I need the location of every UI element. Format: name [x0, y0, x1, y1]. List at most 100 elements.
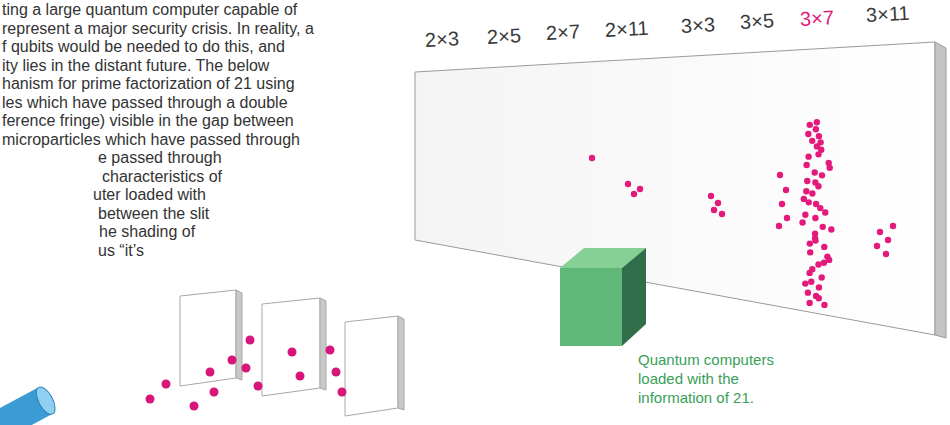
hit-dot — [877, 229, 883, 235]
hit-dot — [827, 165, 833, 171]
quantum-computer-cube — [560, 248, 646, 346]
hit-dot — [804, 178, 810, 184]
hit-dot — [808, 279, 814, 285]
slit-panel-side — [236, 290, 242, 380]
hit-dot — [809, 190, 815, 196]
slit-panel-side — [398, 316, 404, 410]
particle — [146, 395, 155, 404]
hit-dot — [625, 181, 631, 187]
hit-dot — [813, 126, 819, 132]
hit-dot — [828, 226, 834, 232]
slit-panels — [180, 290, 404, 416]
hit-dot — [805, 131, 811, 137]
particle — [246, 336, 255, 345]
hit-dot — [821, 244, 827, 250]
paragraph-line: microparticles which have passed through — [2, 131, 300, 149]
hit-dot — [814, 119, 820, 125]
hit-dot — [816, 295, 822, 301]
hit-dot — [715, 200, 721, 206]
screen-side — [935, 42, 946, 338]
flying-particles — [146, 336, 347, 411]
paragraph-line: ting a large quantum computer capable of — [2, 1, 297, 19]
paragraph-line: e passed through — [98, 149, 222, 167]
factor-label: 2×11 — [604, 17, 649, 41]
particle-gun — [0, 384, 59, 425]
cube-side — [622, 248, 646, 346]
particle — [332, 368, 341, 377]
hit-dot — [815, 151, 821, 157]
slit-panel — [180, 290, 236, 386]
cube-front — [560, 268, 622, 346]
hit-dot — [637, 186, 643, 192]
hit-dot — [821, 260, 827, 266]
hit-dot — [799, 219, 805, 225]
slit-panel — [345, 316, 398, 416]
particle — [326, 346, 335, 355]
hit-dot — [822, 209, 828, 215]
particle — [338, 388, 347, 397]
hit-dot — [784, 215, 790, 221]
hit-dot — [807, 249, 813, 255]
hit-dot — [883, 251, 889, 257]
particle — [162, 380, 171, 389]
paragraph-line: f qubits would be needed to do this, and — [2, 38, 285, 56]
hit-dot — [815, 261, 821, 267]
hit-dot — [818, 274, 824, 280]
hit-dot — [783, 187, 789, 193]
factor-label: 3×3 — [680, 13, 715, 37]
hit-dot — [806, 300, 812, 306]
caption-note: Quantum computers loaded with the inform… — [638, 350, 780, 407]
hit-dot — [631, 191, 637, 197]
hit-dot — [874, 243, 880, 249]
paragraph-line: us “it’s — [98, 242, 144, 260]
factor-label: 3×5 — [739, 9, 774, 33]
paragraph-line: between the slit — [98, 205, 209, 223]
particle — [296, 372, 305, 381]
paragraph-line: ity lies in the distant future. The belo… — [2, 57, 269, 75]
particle — [288, 348, 297, 357]
hit-dot — [806, 270, 812, 276]
hit-dot — [719, 211, 725, 217]
hit-dot — [805, 153, 811, 159]
particle — [242, 364, 251, 373]
hit-dot — [803, 188, 809, 194]
hit-dot — [708, 193, 714, 199]
hit-dot — [805, 289, 811, 295]
factor-label: 2×5 — [486, 24, 521, 48]
paragraph-line: les which have passed through a double — [2, 94, 288, 112]
hit-dot — [809, 138, 815, 144]
hit-dot — [779, 201, 785, 207]
hit-dot — [802, 280, 808, 286]
factor-label: 3×11 — [865, 2, 910, 26]
hit-dot — [816, 284, 822, 290]
detector-screen — [415, 42, 935, 335]
paragraph-line: hanism for prime factorization of 21 usi… — [2, 75, 295, 93]
hit-dot — [821, 302, 827, 308]
hit-dot — [812, 215, 818, 221]
slit-panel-side — [320, 298, 326, 390]
paragraph-line: represent a major security crisis. In re… — [2, 20, 314, 38]
particle — [206, 368, 215, 377]
hit-dot — [890, 223, 896, 229]
particle — [228, 356, 237, 365]
hit-dot — [817, 205, 823, 211]
hit-dot — [816, 133, 822, 139]
particle — [254, 382, 263, 391]
factor-label: 2×7 — [545, 21, 580, 45]
hit-dot — [802, 212, 808, 218]
hit-dot — [812, 169, 818, 175]
hit-dot — [885, 237, 891, 243]
particle — [210, 388, 219, 397]
gun-muzzle — [32, 384, 58, 417]
hit-dot — [820, 224, 826, 230]
factor-label: 2×3 — [424, 28, 459, 52]
paragraph-line: uter loaded with — [93, 186, 206, 204]
factor-label: 3×7 — [799, 6, 834, 30]
hit-dot — [812, 237, 818, 243]
paragraph-line: characteristics of — [102, 168, 222, 186]
slit-panel — [262, 298, 320, 396]
hit-dot — [807, 240, 813, 246]
hit-dot — [806, 199, 812, 205]
hit-dot — [807, 122, 813, 128]
